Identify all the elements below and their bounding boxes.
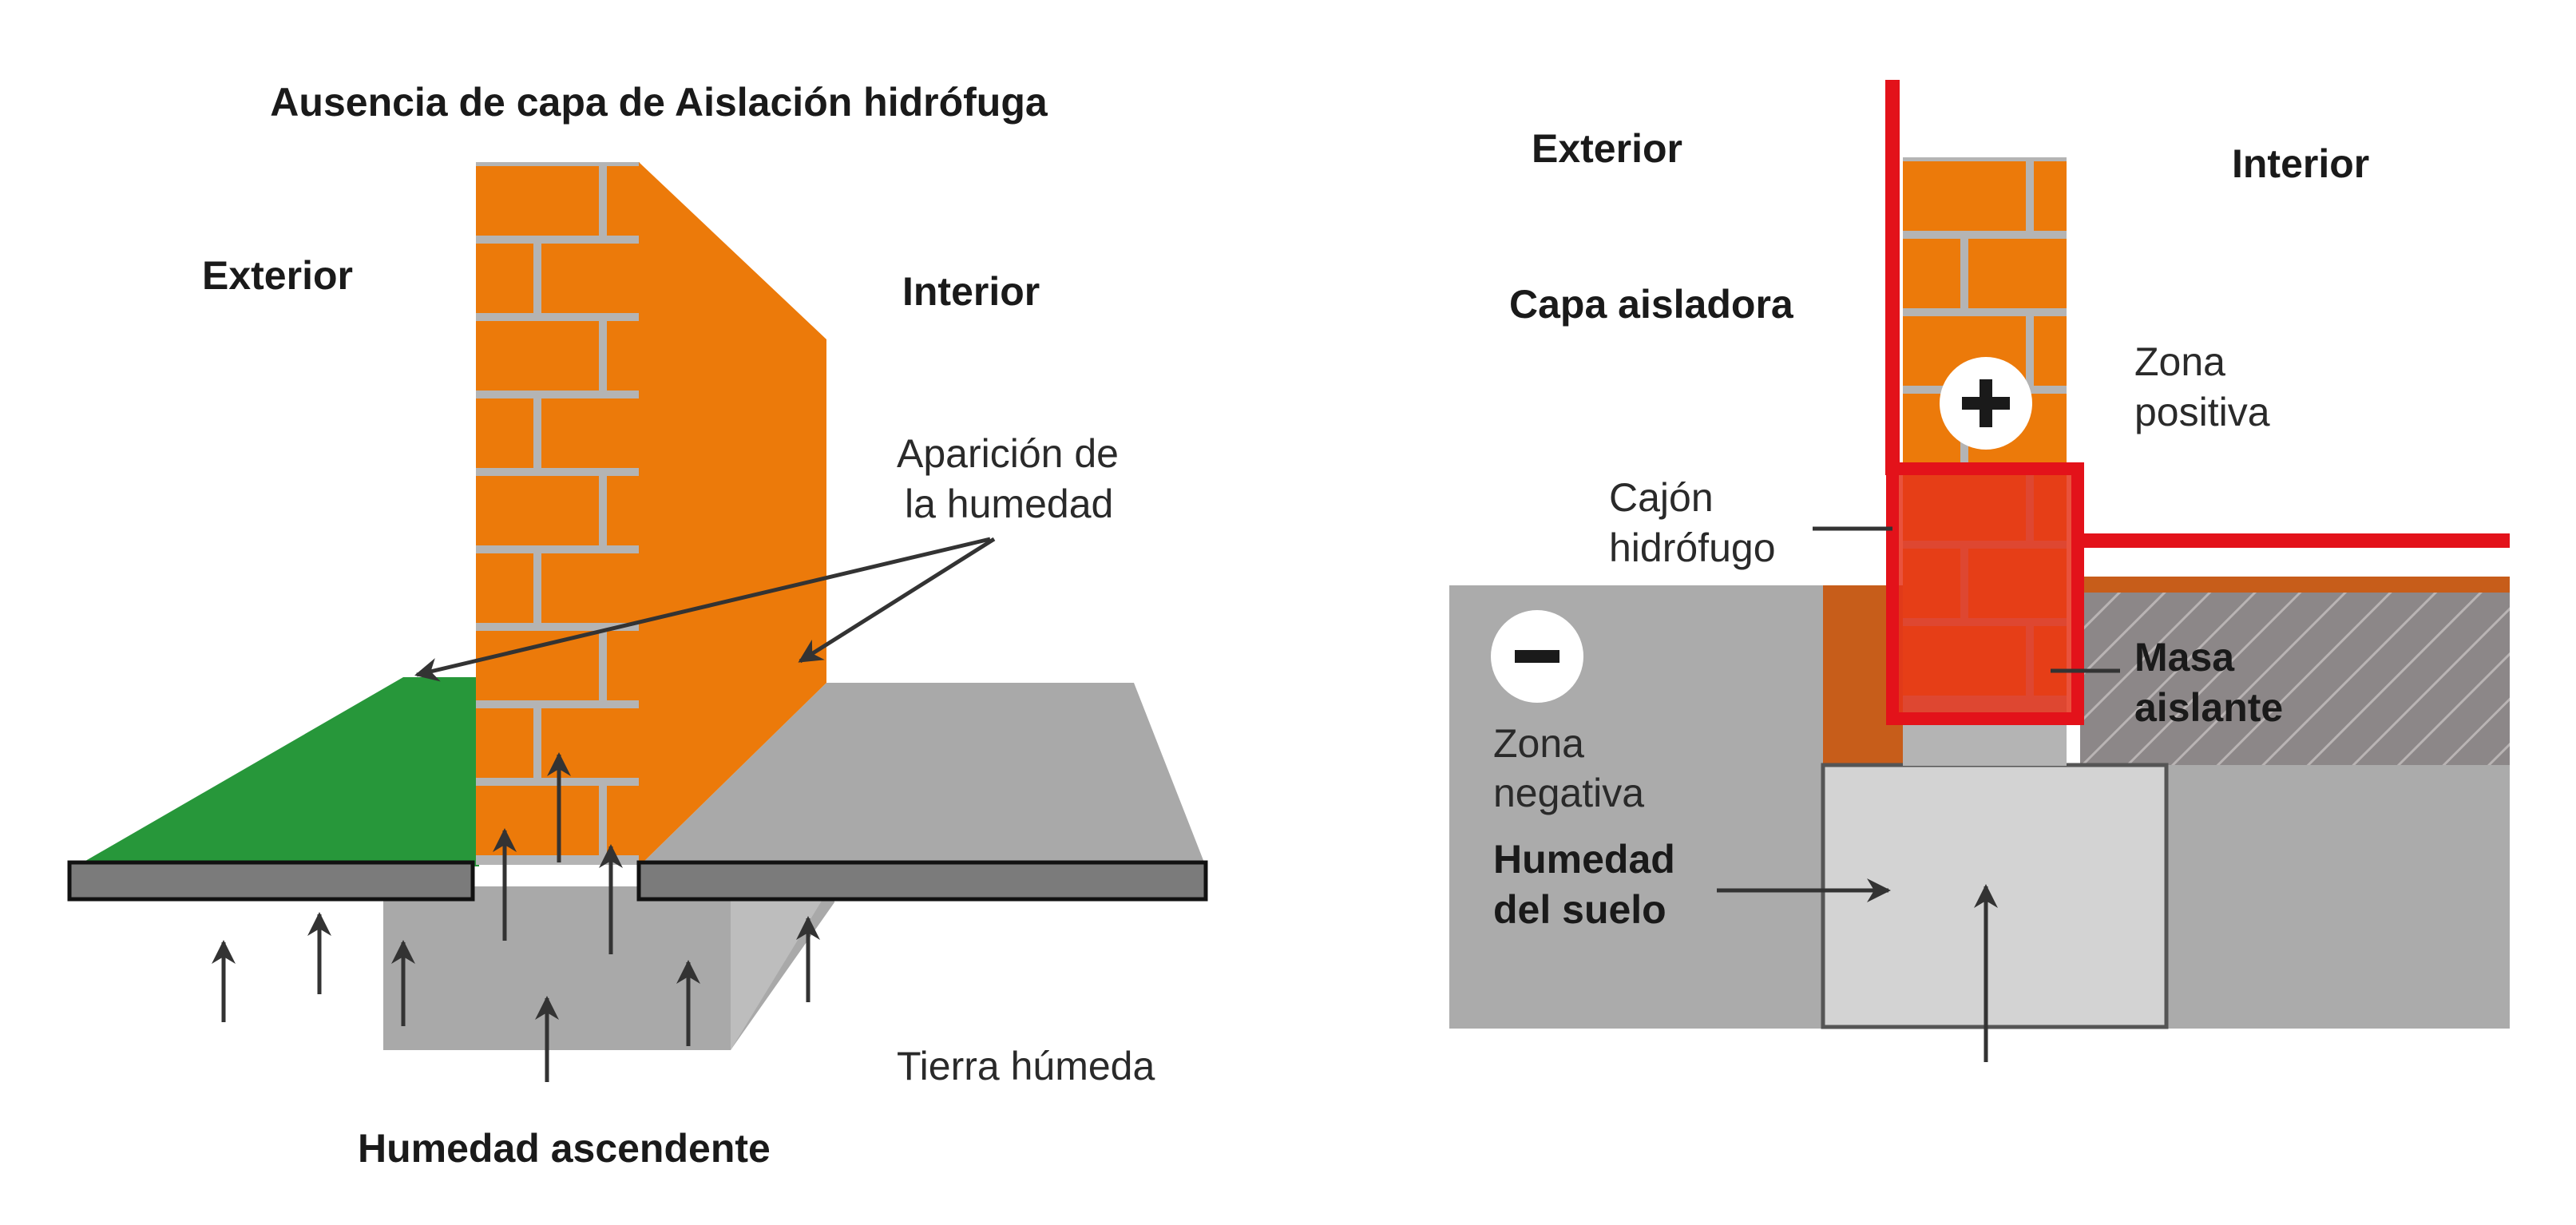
brick <box>541 398 640 468</box>
hydrophobic-box-fill <box>1892 469 2078 719</box>
humedad-suelo-line2: del suelo <box>1493 887 1666 932</box>
hatched-mass <box>2080 591 2510 765</box>
moisture-label-line1: Aparición de <box>897 431 1119 476</box>
cajon-line2: hidrófugo <box>1609 525 1776 570</box>
zona-positiva-line2: positiva <box>2134 390 2270 434</box>
left-panel: Ausencia de capa de Aislación hidrófuga … <box>67 80 1208 1171</box>
brick <box>476 786 599 855</box>
minus-icon <box>1491 610 1583 703</box>
left-interior-label: Interior <box>902 269 1040 314</box>
interior-floor <box>639 683 1206 866</box>
brick <box>541 244 640 313</box>
brick <box>476 708 533 778</box>
right-foundation <box>1821 763 2169 1029</box>
brick <box>607 166 640 236</box>
brick <box>607 321 640 390</box>
cajon-line1: Cajón <box>1609 475 1714 520</box>
right-exterior-label: Exterior <box>1532 126 1682 171</box>
brick <box>2034 316 2067 386</box>
brick <box>476 553 533 623</box>
left-foundation-side <box>731 886 830 1050</box>
brick <box>1903 239 1960 308</box>
soil-right <box>2164 763 2510 1029</box>
brick <box>476 166 599 236</box>
brick <box>476 244 533 313</box>
left-exterior-label: Exterior <box>202 253 353 298</box>
zona-negativa-line1: Zona <box>1493 721 1584 766</box>
rising-damp-arrows <box>212 752 820 1082</box>
rising-damp-label: Humedad ascendente <box>358 1126 771 1171</box>
brick <box>476 321 599 390</box>
brown-topping <box>2080 577 2510 593</box>
brick <box>1968 239 2067 308</box>
brick <box>476 476 599 545</box>
humedad-suelo-line1: Humedad <box>1493 837 1675 882</box>
masa-aislante-line1: Masa <box>2134 635 2235 680</box>
right-panel: Exterior Interior Capa aisladora Zona po… <box>1449 80 2510 1062</box>
right-interior-label: Interior <box>2232 141 2369 186</box>
plus-icon <box>1940 357 2032 450</box>
brick <box>1903 161 2026 231</box>
wet-soil-label: Tierra húmeda <box>897 1044 1155 1088</box>
masa-aislante-line2: aislante <box>2134 685 2283 730</box>
left-interior-slab <box>636 860 1208 902</box>
left-exterior-slab <box>67 860 475 902</box>
left-brick-wall <box>476 162 640 865</box>
hydrophobic-box <box>1886 462 2084 725</box>
brick <box>607 786 640 855</box>
brick <box>541 553 640 623</box>
zona-negativa-line2: negativa <box>1493 771 1644 815</box>
right-pointers <box>1717 526 2120 1062</box>
left-title: Ausencia de capa de Aislación hidrófuga <box>270 80 1048 125</box>
brick <box>607 631 640 700</box>
brick <box>541 708 640 778</box>
moisture-label-line2: la humedad <box>905 482 1113 526</box>
brick <box>476 398 533 468</box>
brick <box>2034 161 2067 231</box>
left-foundation <box>383 886 834 1050</box>
zona-positiva-line1: Zona <box>2134 339 2225 384</box>
capa-aisladora-label: Capa aisladora <box>1509 282 1794 327</box>
wall-side-face <box>639 162 826 866</box>
brick <box>607 476 640 545</box>
moisture-pointers <box>414 537 996 682</box>
green-humidity-area <box>76 677 479 866</box>
brick <box>476 631 599 700</box>
